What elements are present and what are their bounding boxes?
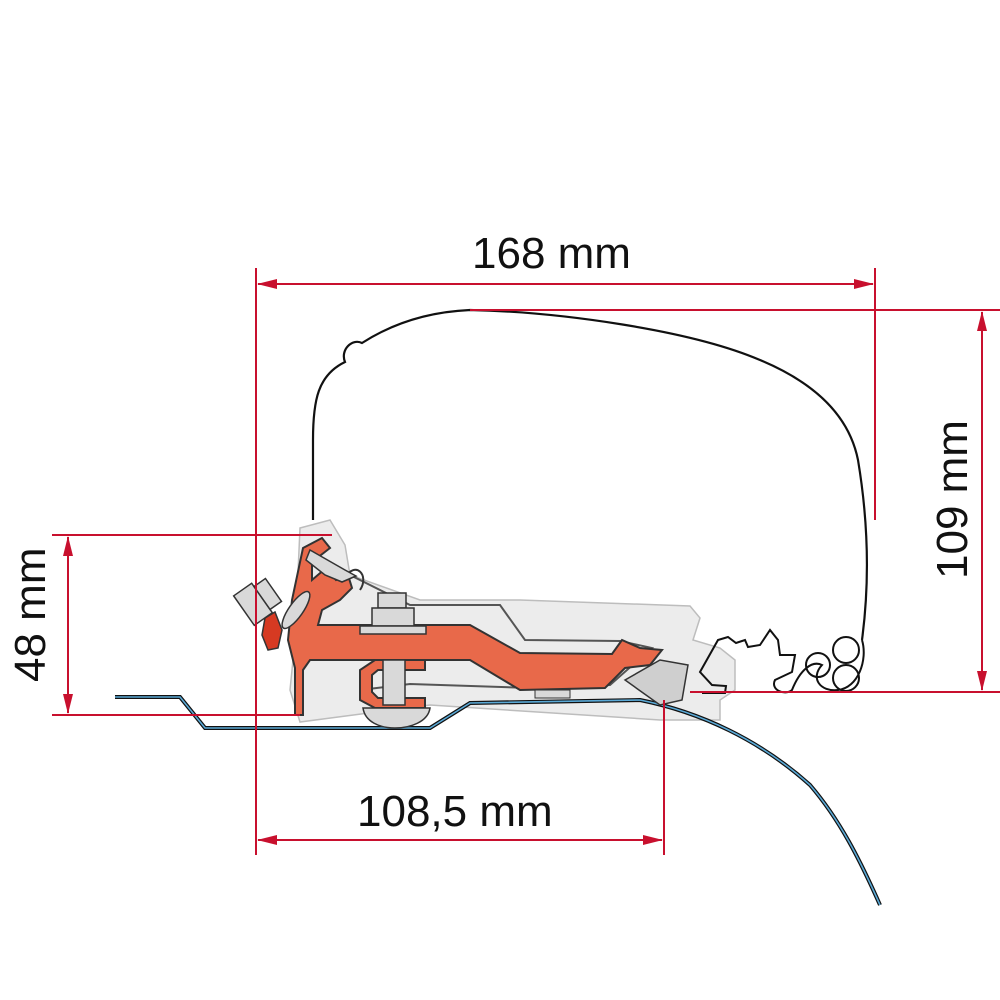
- dimension-label-168mm: 168 mm: [472, 229, 631, 278]
- awning-casing: [311, 308, 869, 694]
- hardware: [232, 548, 689, 729]
- dimension-label-109mm: 109 mm: [928, 420, 977, 579]
- vehicle-roof: [115, 695, 882, 906]
- dimension-lines: [52, 268, 1000, 855]
- dimension-label-108-5mm: 108,5 mm: [357, 787, 553, 836]
- dimension-label-48mm: 48 mm: [6, 547, 55, 682]
